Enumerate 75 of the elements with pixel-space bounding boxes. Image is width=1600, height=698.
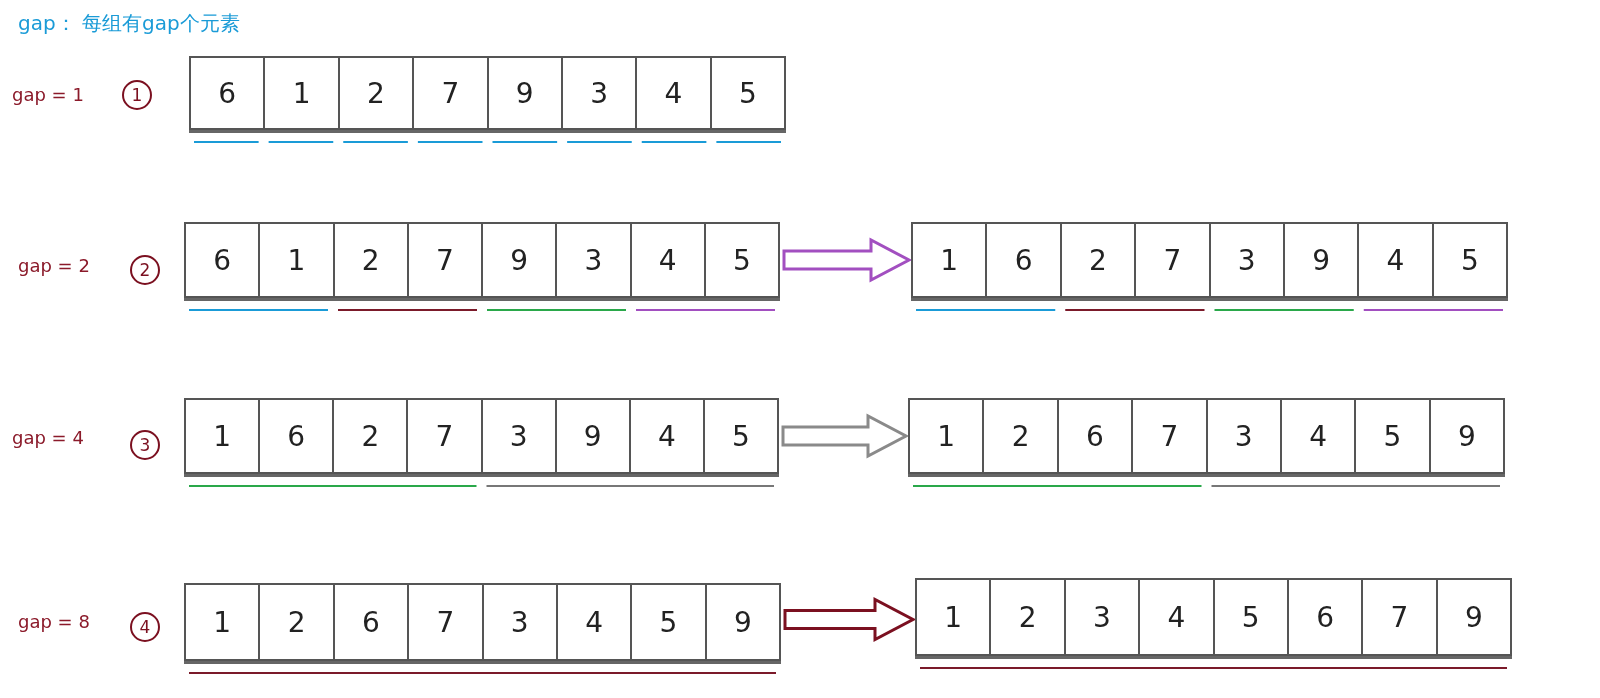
array-cell: 1 (186, 585, 259, 659)
row-label: gap = 2 (18, 255, 90, 276)
step-number-circle: 2 (130, 255, 160, 285)
block-arrow (781, 413, 910, 459)
array-cell: 6 (332, 585, 408, 659)
array-cell: 4 (1138, 580, 1213, 654)
array-cell: 4 (628, 400, 703, 472)
row-label: gap = 8 (18, 611, 90, 632)
array-cell: 7 (1134, 224, 1209, 296)
array-cell: 9 (1435, 580, 1510, 654)
array-cell: 5 (1212, 580, 1287, 654)
array-cell: 3 (555, 224, 630, 296)
array-cell: 2 (332, 224, 407, 296)
array-cell: 5 (1431, 224, 1506, 296)
array-box (184, 222, 780, 298)
array-cell: 9 (481, 224, 556, 296)
array-cell: 1 (263, 58, 338, 128)
array-cell: 5 (1354, 400, 1429, 472)
array-cell: 6 (1056, 400, 1132, 472)
array-cell: 2 (982, 400, 1057, 472)
array-box (915, 578, 1512, 656)
array-cell: 5 (709, 58, 784, 128)
array-cell: 7 (1131, 400, 1206, 472)
title-text: gap： 每组有gap个元素 (18, 10, 240, 37)
row-label: gap = 1 (12, 84, 84, 105)
row-label: gap = 4 (12, 427, 84, 448)
array-cell: 9 (704, 585, 779, 659)
array-cell: 3 (480, 400, 555, 472)
step-number-circle: 4 (130, 612, 160, 642)
array-cell: 7 (406, 224, 481, 296)
array-cell: 5 (703, 224, 778, 296)
array-cell: 3 (1063, 580, 1139, 654)
array-cell: 7 (407, 585, 482, 659)
array-cell: 1 (186, 400, 259, 472)
array-cell: 1 (917, 580, 990, 654)
array-cell: 9 (486, 58, 561, 128)
step-number-circle: 1 (122, 80, 152, 110)
array-cell: 7 (1361, 580, 1436, 654)
array-cell: 6 (985, 224, 1060, 296)
array-box (911, 222, 1508, 298)
array-cell: 6 (186, 224, 259, 296)
array-cell: 6 (258, 400, 333, 472)
step-number-circle: 3 (130, 430, 160, 460)
array-cell: 4 (555, 585, 631, 659)
array-cell: 3 (481, 585, 556, 659)
array-cell: 2 (258, 585, 333, 659)
array-cell: 3 (1205, 400, 1280, 472)
array-cell: 1 (258, 224, 333, 296)
array-cell: 1 (913, 224, 986, 296)
block-arrow (782, 237, 913, 283)
array-cell: 4 (1357, 224, 1432, 296)
array-cell: 6 (1286, 580, 1362, 654)
array-cell: 2 (1059, 224, 1135, 296)
array-cell: 7 (412, 58, 487, 128)
array-cell: 9 (1282, 224, 1358, 296)
array-cell: 5 (630, 585, 705, 659)
array-cell: 7 (406, 400, 481, 472)
array-cell: 4 (635, 58, 710, 128)
array-cell: 3 (560, 58, 636, 128)
block-arrow (783, 597, 917, 642)
array-box (184, 398, 779, 474)
array-box (184, 583, 781, 661)
array-box (189, 56, 786, 130)
array-cell: 9 (1428, 400, 1503, 472)
array-cell: 9 (554, 400, 629, 472)
array-cell: 3 (1208, 224, 1283, 296)
array-box (908, 398, 1505, 474)
array-cell: 1 (910, 400, 983, 472)
array-cell: 6 (191, 58, 264, 128)
array-cell: 4 (629, 224, 704, 296)
array-cell: 2 (989, 580, 1064, 654)
array-cell: 5 (702, 400, 777, 472)
array-cell: 4 (1279, 400, 1355, 472)
array-cell: 2 (332, 400, 407, 472)
array-cell: 2 (337, 58, 413, 128)
